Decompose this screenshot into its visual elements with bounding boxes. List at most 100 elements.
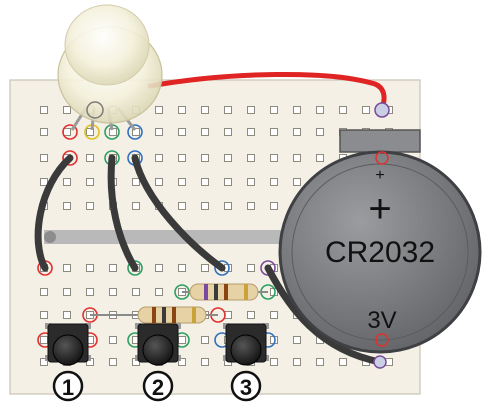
breadboard-hole xyxy=(316,106,324,114)
breadboard-hole xyxy=(109,288,117,296)
breadboard-hole xyxy=(247,311,255,319)
breadboard-hole xyxy=(201,264,209,272)
breadboard-hole xyxy=(270,311,278,319)
breadboard-hole xyxy=(132,202,140,210)
breadboard-hole xyxy=(201,336,209,344)
breadboard-hole xyxy=(293,154,301,162)
breadboard-hole xyxy=(293,336,301,344)
breadboard-hole xyxy=(109,358,117,366)
pushbutton-1[interactable] xyxy=(45,323,91,366)
breadboard-hole xyxy=(293,178,301,186)
breadboard-hole xyxy=(293,358,301,366)
button-badge-1: 1 xyxy=(52,370,84,402)
breadboard-hole xyxy=(155,178,163,186)
breadboard-hole xyxy=(155,106,163,114)
breadboard-hole xyxy=(109,336,117,344)
breadboard-hole xyxy=(132,288,140,296)
jumper-wire-2 xyxy=(107,154,139,272)
breadboard-hole xyxy=(247,128,255,136)
breadboard-hole xyxy=(178,264,186,272)
pin-ring xyxy=(62,124,78,140)
breadboard-hole xyxy=(224,106,232,114)
red-wire xyxy=(147,71,387,108)
jumper-wires xyxy=(34,154,384,366)
breadboard-hole xyxy=(155,264,163,272)
breadboard-hole xyxy=(86,128,94,136)
breadboard-hole xyxy=(86,264,94,272)
button-badge-2: 2 xyxy=(142,370,174,402)
breadboard-hole xyxy=(362,106,370,114)
breadboard-hole xyxy=(63,128,71,136)
breadboard-hole xyxy=(247,178,255,186)
button-number-label: 2 xyxy=(152,375,164,400)
breadboard-hole xyxy=(201,154,209,162)
breadboard-channel-dot xyxy=(44,231,56,243)
breadboard-hole xyxy=(178,358,186,366)
breadboard-hole xyxy=(270,106,278,114)
breadboard-hole xyxy=(63,202,71,210)
breadboard-hole xyxy=(247,106,255,114)
breadboard-hole xyxy=(316,128,324,136)
breadboard-hole xyxy=(339,106,347,114)
breadboard-hole xyxy=(247,154,255,162)
breadboard-hole xyxy=(132,178,140,186)
jumper-wire-4 xyxy=(264,264,384,366)
breadboard-hole xyxy=(201,202,209,210)
breadboard-hole xyxy=(86,288,94,296)
pin-ring xyxy=(127,124,143,140)
breadboard-hole xyxy=(40,128,48,136)
battery-model-label: CR2032 xyxy=(325,236,435,269)
breadboard-hole xyxy=(201,128,209,136)
breadboard-hole xyxy=(178,336,186,344)
breadboard-hole xyxy=(293,128,301,136)
breadboard-hole xyxy=(178,106,186,114)
breadboard-hole xyxy=(63,106,71,114)
breadboard-hole xyxy=(178,154,186,162)
breadboard-hole xyxy=(178,178,186,186)
battery-clip xyxy=(339,129,421,153)
breadboard-hole xyxy=(86,178,94,186)
breadboard-hole xyxy=(40,154,48,162)
breadboard-hole xyxy=(201,106,209,114)
breadboard-hole xyxy=(316,154,324,162)
breadboard-hole xyxy=(270,202,278,210)
battery: + + CR2032 3V xyxy=(278,129,482,354)
battery-plus-symbol: + xyxy=(368,187,391,231)
led-dome xyxy=(64,4,150,86)
breadboard-hole xyxy=(178,128,186,136)
breadboard-hole xyxy=(224,128,232,136)
breadboard-hole xyxy=(63,311,71,319)
battery-small-plus: + xyxy=(375,167,384,184)
breadboard-hole xyxy=(86,202,94,210)
pin-ring xyxy=(214,260,230,276)
breadboard-hole xyxy=(155,154,163,162)
breadboard-hole xyxy=(155,288,163,296)
battery-voltage-label: 3V xyxy=(367,307,396,334)
breadboard-hole xyxy=(224,178,232,186)
rgb-led xyxy=(57,4,163,131)
resistor-2 xyxy=(90,306,218,324)
pin-ring xyxy=(127,260,143,276)
breadboard-hole xyxy=(339,358,347,366)
breadboard-hole xyxy=(270,128,278,136)
breadboard-hole xyxy=(270,154,278,162)
pin-ring xyxy=(62,150,78,166)
pushbutton-2[interactable] xyxy=(135,323,181,366)
button-badge-3: 3 xyxy=(230,370,262,402)
breadboard-hole xyxy=(109,264,117,272)
breadboard-hole xyxy=(270,178,278,186)
breadboard-hole xyxy=(40,288,48,296)
breadboard-hole xyxy=(247,202,255,210)
breadboard-hole xyxy=(155,128,163,136)
button-number-badges: 1 2 3 xyxy=(52,370,262,402)
breadboard-hole xyxy=(224,202,232,210)
jumper-wire-1 xyxy=(34,154,74,272)
breadboard-hole xyxy=(270,358,278,366)
breadboard-hole xyxy=(40,336,48,344)
breadboard-hole xyxy=(201,358,209,366)
pushbutton-3[interactable] xyxy=(223,323,269,366)
breadboard-hole xyxy=(40,106,48,114)
breadboard-hole xyxy=(247,264,255,272)
